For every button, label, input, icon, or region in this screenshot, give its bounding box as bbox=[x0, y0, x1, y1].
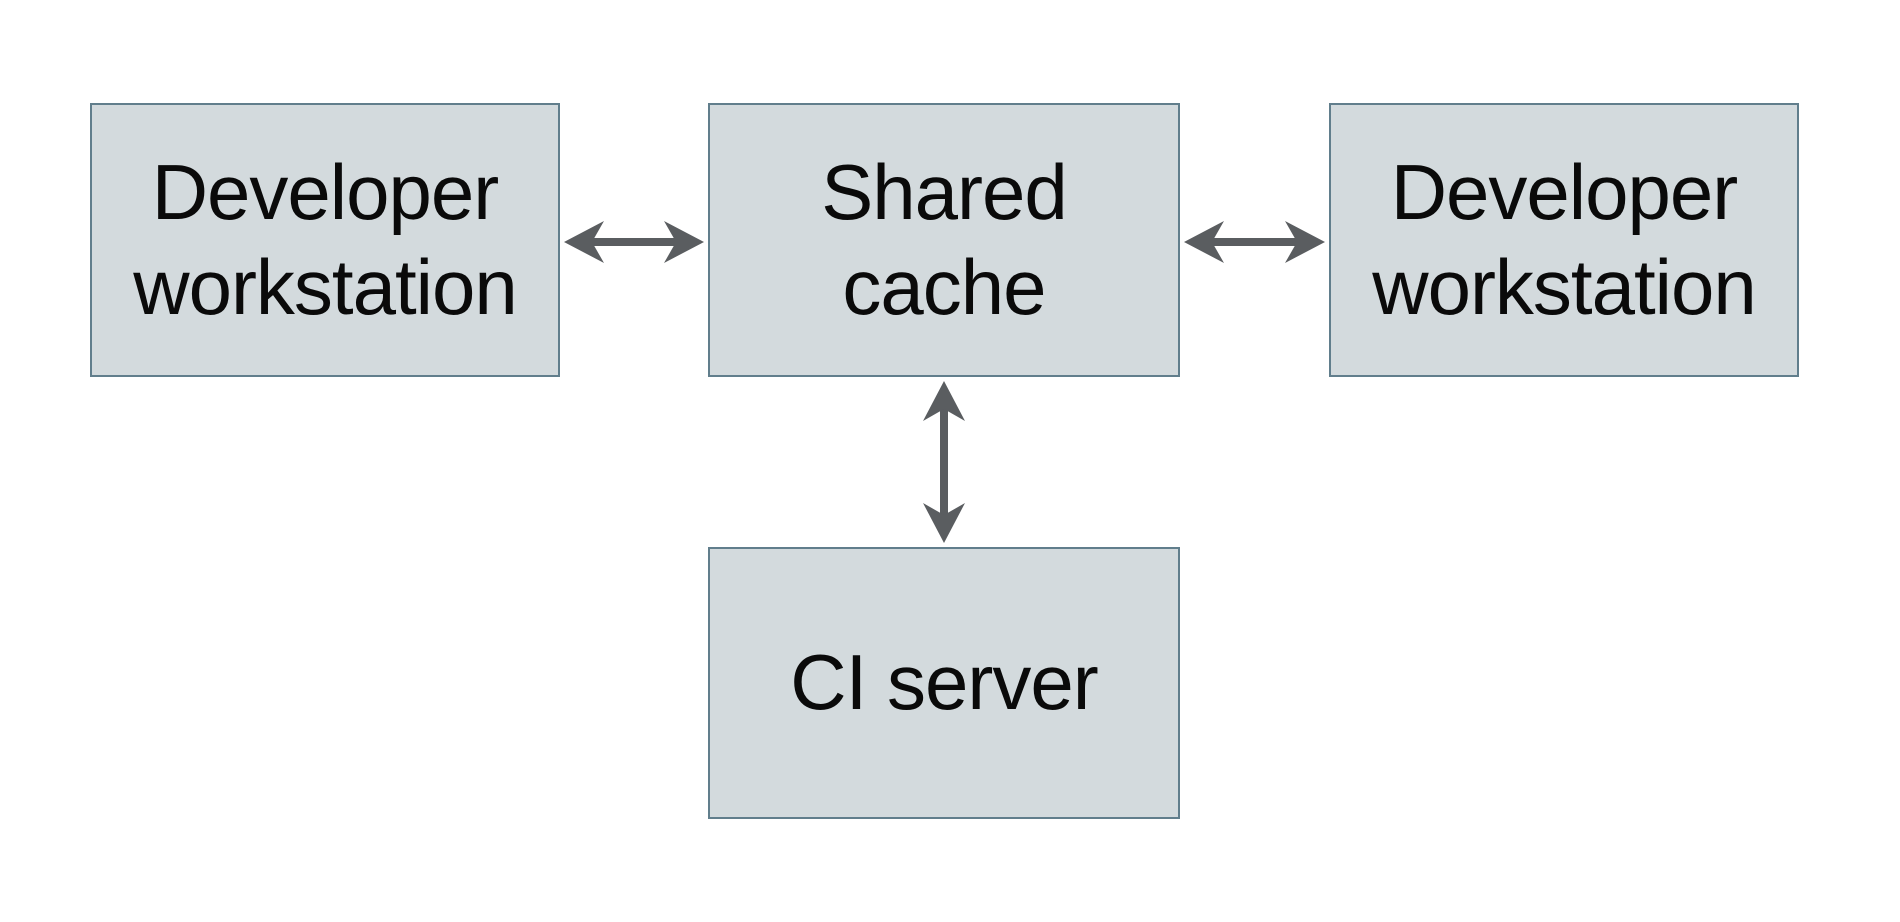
node-developer-workstation-left: Developer workstation bbox=[90, 103, 560, 377]
node-label: CI server bbox=[790, 638, 1098, 727]
node-ci-server: CI server bbox=[708, 547, 1180, 819]
node-developer-workstation-right: Developer workstation bbox=[1329, 103, 1799, 377]
node-label: Shared cache bbox=[821, 147, 1068, 331]
node-label: Developer workstation bbox=[133, 147, 518, 331]
node-label: Developer workstation bbox=[1372, 147, 1757, 331]
double-arrow-cache-right-workstation bbox=[1184, 221, 1325, 263]
double-arrow-cache-ci-server bbox=[923, 381, 965, 543]
double-arrow-left-workstation-cache bbox=[564, 221, 704, 263]
node-shared-cache: Shared cache bbox=[708, 103, 1180, 377]
